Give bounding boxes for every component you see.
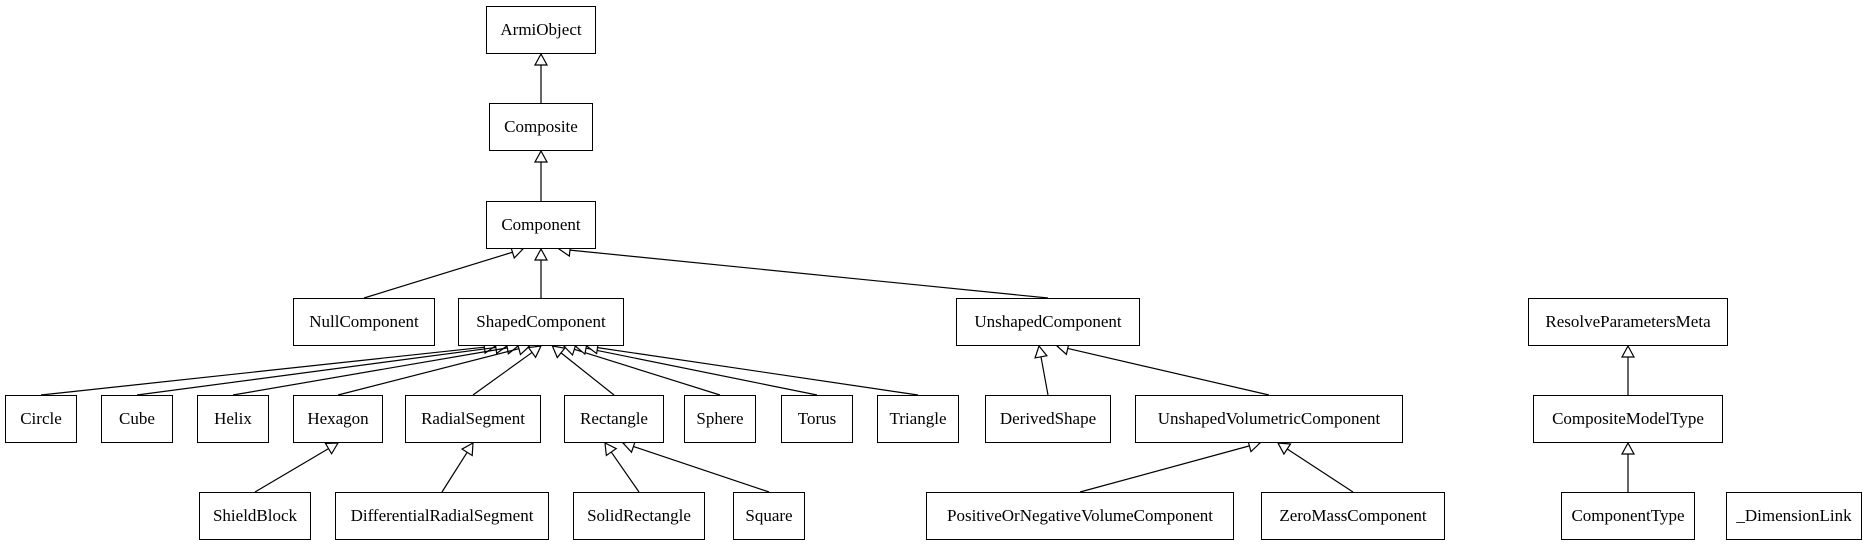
edge-square-to-rectangle	[633, 445, 770, 493]
arrowhead-icon	[460, 441, 474, 457]
edge-circle-to-shapedcomponent	[40, 346, 485, 396]
node-positiveornegativevolumecomponent: PositiveOrNegativeVolumeComponent	[926, 492, 1234, 540]
edge-torus-to-shapedcomponent	[585, 347, 818, 396]
arrowhead-icon	[1620, 344, 1636, 358]
edge-shieldblock-to-hexagon	[254, 448, 329, 493]
node-unshapedvolumetriccomponent: UnshapedVolumetricComponent	[1135, 395, 1403, 443]
node-helix: Helix	[197, 395, 269, 443]
node-hexagon: Hexagon	[293, 395, 383, 443]
edge-triangle-to-shapedcomponent	[597, 347, 919, 396]
node-shieldblock: ShieldBlock	[199, 492, 311, 540]
node-triangle: Triangle	[877, 395, 959, 443]
edge-derivedshape-to-unshapedcomponent	[1040, 356, 1049, 396]
node-solidrectangle: SolidRectangle	[573, 492, 705, 540]
node-component: Component	[486, 201, 596, 249]
node-differentialradialsegment: DifferentialRadialSegment	[335, 492, 549, 540]
node-compositemodeltype: CompositeModelType	[1533, 395, 1723, 443]
node-square: Square	[733, 492, 805, 540]
arrowhead-icon	[604, 441, 618, 457]
edge-rectangle-to-shapedcomponent	[560, 352, 615, 396]
arrowhead-icon	[533, 52, 549, 66]
node-derivedshape: DerivedShape	[985, 395, 1111, 443]
edge-nullcomponent-to-component	[363, 251, 513, 299]
arrowhead-icon	[527, 345, 543, 359]
node-armiobject: ArmiObject	[486, 6, 596, 54]
node-zeromasscomponent: ZeroMassComponent	[1261, 492, 1445, 540]
node-dimensionlink: _DimensionLink	[1726, 492, 1862, 540]
arrowhead-icon	[533, 149, 549, 163]
edge-positiveornegativevolumecomponent-to-unshapedvolumetriccomponent	[1079, 445, 1250, 493]
arrowhead-icon	[1276, 442, 1292, 456]
arrowhead-icon	[324, 442, 340, 455]
edge-solidrectangle-to-rectangle	[610, 451, 640, 493]
arrowhead-icon	[1034, 344, 1048, 359]
node-sphere: Sphere	[684, 395, 756, 443]
node-composite: Composite	[489, 103, 593, 151]
arrowhead-icon	[1620, 441, 1636, 455]
arrowhead-icon	[551, 345, 566, 359]
edge-cube-to-shapedcomponent	[136, 346, 496, 396]
edge-differentialradialsegment-to-radialsegment	[441, 451, 468, 493]
edge-zeromasscomponent-to-unshapedvolumetriccomponent	[1286, 448, 1354, 493]
node-cube: Cube	[101, 395, 173, 443]
edge-unshapedcomponent-to-component	[569, 249, 1049, 299]
edge-sphere-to-shapedcomponent	[574, 348, 721, 396]
arrowhead-icon	[533, 247, 549, 261]
node-circle: Circle	[5, 395, 77, 443]
node-rectangle: Rectangle	[564, 395, 664, 443]
node-nullcomponent: NullComponent	[293, 298, 435, 346]
node-resolveparametersmeta: ResolveParametersMeta	[1528, 298, 1728, 346]
edge-hexagon-to-shapedcomponent	[337, 348, 520, 396]
edge-unshapedvolumetriccomponent-to-unshapedcomponent	[1067, 347, 1270, 396]
node-shapedcomponent: ShapedComponent	[458, 298, 624, 346]
node-radialsegment: RadialSegment	[405, 395, 541, 443]
node-unshapedcomponent: UnshapedComponent	[956, 298, 1140, 346]
edge-helix-to-shapedcomponent	[232, 347, 508, 396]
node-torus: Torus	[781, 395, 853, 443]
edge-radialsegment-to-shapedcomponent	[472, 351, 533, 396]
node-componenttype: ComponentType	[1561, 492, 1695, 540]
